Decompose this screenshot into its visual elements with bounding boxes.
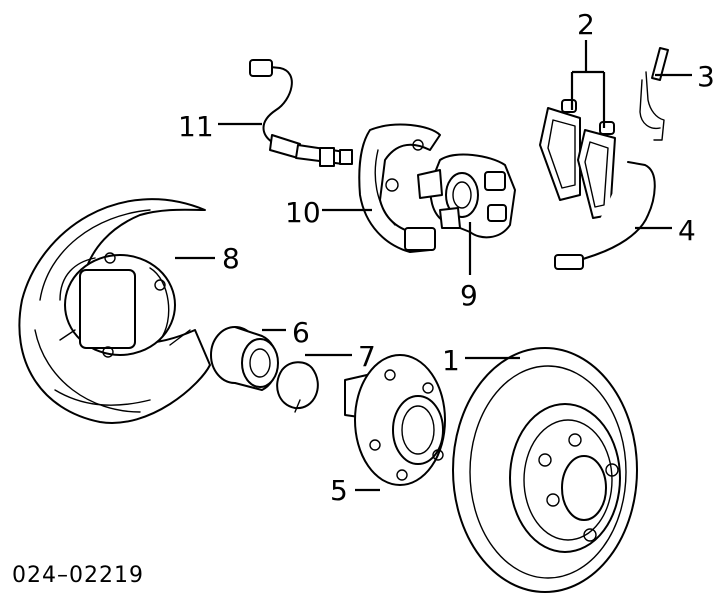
callout-10: 10 — [285, 196, 321, 229]
caliper-carrier — [358, 123, 441, 253]
wear-sensor — [554, 161, 656, 270]
callout-7: 7 — [358, 340, 376, 373]
callout-2: 2 — [577, 8, 595, 41]
figure-code: 024–02219 — [12, 563, 144, 588]
callout-11: 11 — [178, 110, 214, 143]
callout-9: 9 — [460, 279, 478, 312]
spring-clip — [639, 47, 669, 141]
callout-3: 3 — [697, 60, 715, 93]
callout-6: 6 — [292, 316, 310, 349]
callout-1: 1 — [442, 344, 460, 377]
brake-rotor — [452, 347, 638, 593]
callout-8: 8 — [222, 242, 240, 275]
callout-4: 4 — [678, 214, 696, 247]
callout-5: 5 — [330, 474, 348, 507]
wheel-bearing — [210, 326, 279, 391]
leader-lines — [175, 40, 692, 492]
brake-caliper — [417, 153, 516, 239]
snap-ring — [276, 361, 319, 413]
callouts: 1 2 3 4 5 6 7 8 9 10 11 — [178, 8, 715, 507]
brake-hose — [249, 59, 353, 167]
backing-plate — [18, 198, 211, 424]
wheel-hub — [344, 354, 446, 486]
